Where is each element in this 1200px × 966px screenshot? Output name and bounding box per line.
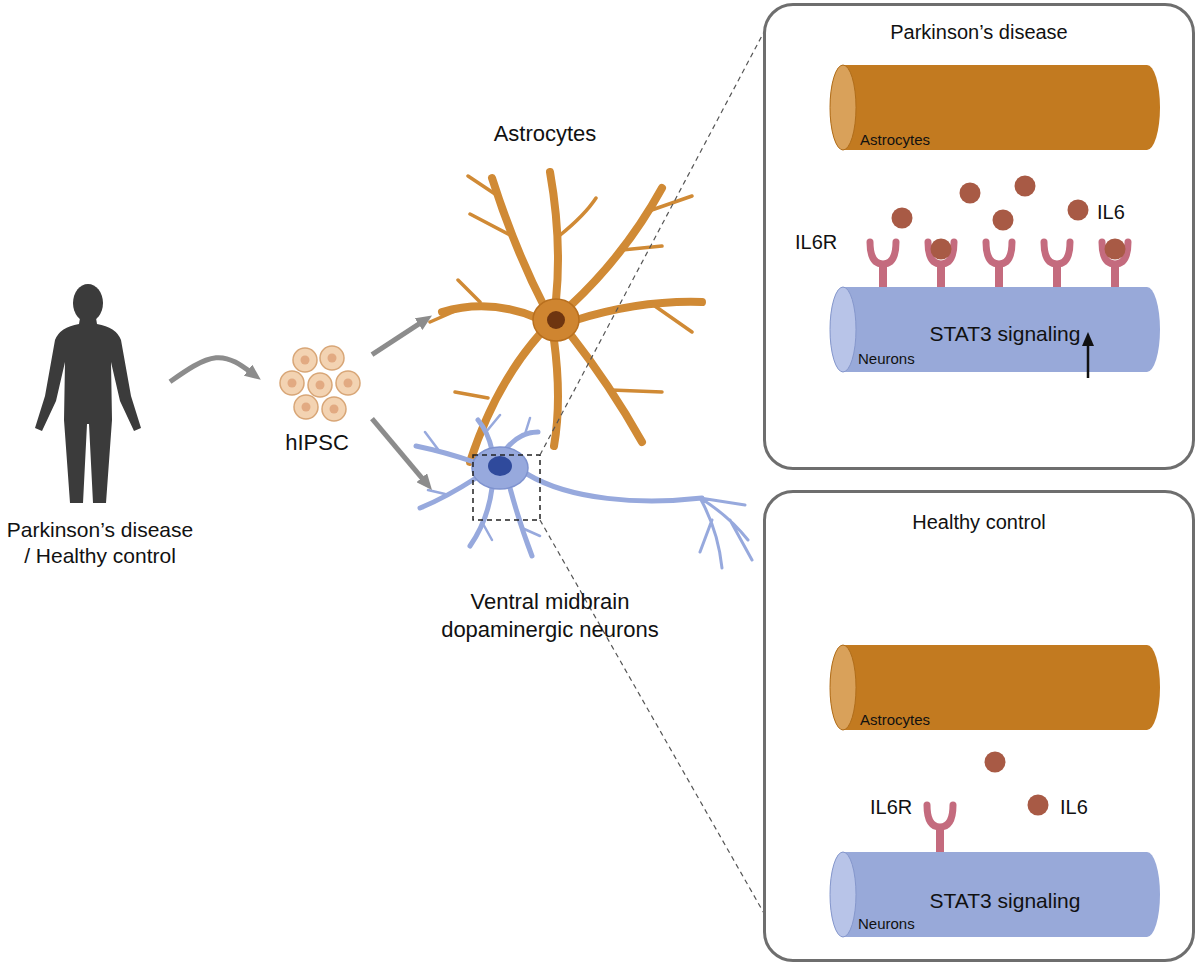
neuron-bar: STAT3 signalingNeurons <box>830 287 1160 372</box>
receptor-arms <box>870 242 1128 827</box>
condition-panel: Parkinson’s diseaseAstrocytesSTAT3 signa… <box>763 3 1195 470</box>
stem-cell <box>320 346 344 370</box>
astrocyte-bar: Astrocytes <box>830 645 1160 730</box>
neuron-cell <box>416 415 752 568</box>
zoom-box <box>473 455 540 520</box>
receptor-stem <box>883 262 1115 852</box>
cylinder-body <box>830 852 1160 937</box>
il6-molecules <box>892 176 1126 816</box>
human-silhouette <box>35 284 141 503</box>
astrocyte-bar: Astrocytes <box>830 65 1160 150</box>
ipsc-nuclei <box>288 354 353 414</box>
astrocyte-cell <box>430 172 702 462</box>
zoom-leader <box>540 30 765 455</box>
il6-dot <box>931 239 952 260</box>
cell-nucleus <box>328 354 337 363</box>
astrocyte-node: Astrocytes <box>432 165 712 420</box>
astrocyte-process <box>442 172 702 462</box>
dendrite <box>416 420 538 556</box>
body <box>35 318 141 503</box>
increase-arrowhead <box>1082 332 1094 346</box>
stem-cell <box>294 395 318 419</box>
increase-arrow <box>1087 344 1090 378</box>
cylinder-cap <box>830 852 856 937</box>
person-node: Parkinson’s disease / Healthy control <box>20 285 170 510</box>
process-arrow <box>372 419 426 483</box>
stem-cell <box>322 397 346 421</box>
cell-nucleus <box>330 405 339 414</box>
cell-nucleus <box>316 381 325 390</box>
cylinder-cap <box>830 65 856 150</box>
il6-dot <box>1015 176 1036 197</box>
neuron-nucleus <box>488 456 512 476</box>
il6-dot <box>993 210 1014 231</box>
signal-label: STAT3 signaling <box>850 321 1160 347</box>
astrocyte-nucleus <box>547 311 565 329</box>
panel-title: Healthy control <box>766 510 1192 535</box>
neuron-soma <box>472 447 528 489</box>
il6-dot <box>892 208 913 229</box>
stem-cell <box>280 371 304 395</box>
cell-nucleus <box>301 356 310 365</box>
axon-terminal <box>700 498 752 568</box>
il6-dot <box>1028 795 1049 816</box>
il6-dot <box>960 183 981 204</box>
zoom-leader <box>540 520 765 915</box>
astrocyte-branch <box>430 176 692 398</box>
cell-nucleus <box>302 403 311 412</box>
dendrite-branch <box>425 415 540 540</box>
cell-label: hIPSC <box>262 429 372 457</box>
il6-dot <box>985 752 1006 773</box>
head <box>73 284 103 322</box>
person-label: Parkinson’s disease / Healthy control <box>5 517 195 570</box>
neuron-bar: STAT3 signalingNeurons <box>830 852 1160 937</box>
signal-label: STAT3 signaling <box>850 888 1160 914</box>
cell-label: Astrocytes <box>430 120 660 148</box>
ipsc-cells <box>280 346 360 421</box>
il6-dot <box>1068 200 1089 221</box>
cell-label: Ventral midbrain dopaminergic neurons <box>420 588 680 643</box>
cylinder-body <box>830 287 1160 372</box>
cell-nucleus <box>288 379 297 388</box>
bar-label: Astrocytes <box>860 131 1060 150</box>
bar-label: Astrocytes <box>860 711 1060 730</box>
condition-panel: Healthy controlAstrocytesSTAT3 signaling… <box>763 490 1195 962</box>
process-arrow <box>170 358 253 382</box>
axon <box>527 474 702 501</box>
cylinder-body <box>830 645 1160 730</box>
ipsc-node: hIPSC <box>262 345 372 425</box>
bar-label: Neurons <box>858 350 1058 369</box>
bar-label: Neurons <box>858 915 1058 934</box>
astrocyte-soma <box>533 299 579 341</box>
process-arrow <box>372 321 424 355</box>
stem-cell <box>336 371 360 395</box>
il6-dot <box>1105 239 1126 260</box>
stem-cell <box>293 348 317 372</box>
cylinder-body <box>830 65 1160 150</box>
cell-nucleus <box>344 379 353 388</box>
panel-title: Parkinson’s disease <box>766 20 1192 45</box>
neuron-node: Ventral midbrain dopaminergic neurons <box>432 430 752 580</box>
cylinder-cap <box>830 287 856 372</box>
stem-cell <box>308 373 332 397</box>
cylinder-cap <box>830 645 856 730</box>
